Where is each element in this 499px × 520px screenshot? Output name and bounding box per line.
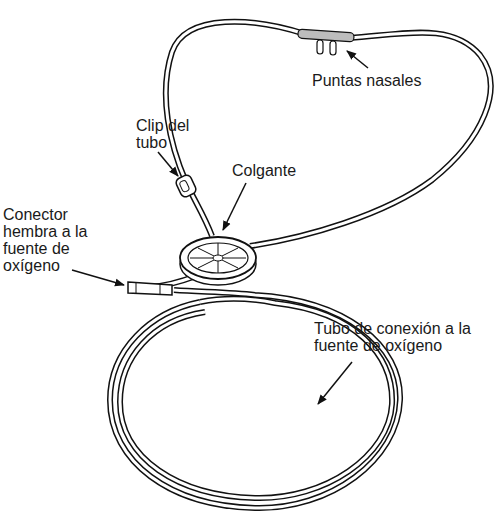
pendant (180, 237, 256, 285)
nasal-prongs (298, 29, 354, 55)
part-label: Puntas nasales (312, 72, 462, 89)
part-label: Conector hembra a la fuente de oxígeno (3, 206, 103, 274)
female-connector (128, 282, 172, 295)
tubing (110, 22, 491, 508)
part-label: Tubo de conexión a la fuente de oxígeno (314, 320, 494, 354)
part-label: Colgante (232, 162, 322, 179)
tube-clip (175, 174, 198, 199)
part-label: Clip del tubo (136, 117, 200, 151)
